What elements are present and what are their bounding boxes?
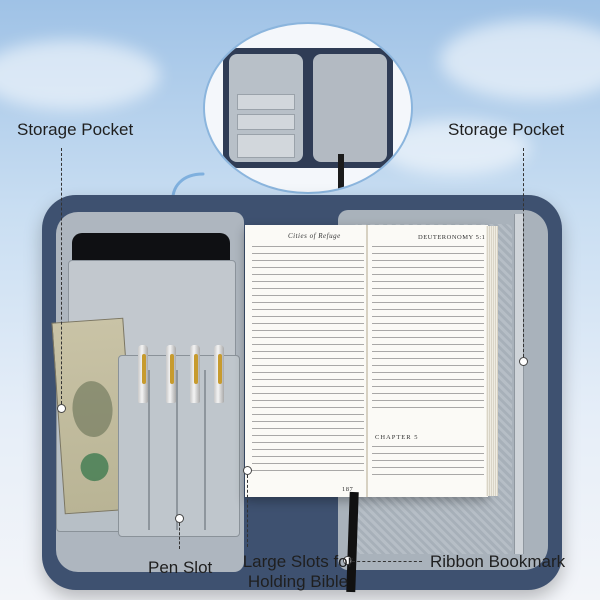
label-large-slots-line1: Large Slots for bbox=[242, 552, 354, 571]
label-large-slots: Large Slots for Holding Bible bbox=[236, 552, 360, 592]
book-gutter bbox=[366, 225, 368, 497]
right-zipper bbox=[514, 214, 524, 554]
inset-left-panel bbox=[229, 54, 303, 162]
book-page-edges bbox=[486, 226, 498, 496]
pen-clip bbox=[142, 354, 146, 384]
callout-line-storage-left bbox=[61, 148, 62, 404]
label-storage-pocket-left: Storage Pocket bbox=[17, 120, 134, 139]
book-page-number: 187 bbox=[342, 486, 354, 493]
pen-clip bbox=[218, 354, 222, 384]
callout-dot-ribbon bbox=[343, 556, 352, 565]
book-left-header: Cities of Refuge bbox=[288, 232, 341, 240]
callout-line-pen-slot bbox=[179, 523, 180, 549]
book-right-text-lower bbox=[372, 446, 484, 481]
label-large-slots-line2: Holding Bible bbox=[247, 572, 349, 591]
cloud bbox=[440, 20, 600, 100]
pen-clip bbox=[170, 354, 174, 384]
callout-line-ribbon bbox=[352, 561, 422, 562]
book-left-text bbox=[252, 246, 364, 477]
callout-dot-large-slots bbox=[243, 466, 252, 475]
cloud bbox=[0, 40, 160, 110]
pen-divider bbox=[148, 370, 150, 530]
book-right-header: DEUTERONOMY 5:1 bbox=[418, 234, 486, 241]
label-pen-slot: Pen Slot bbox=[148, 558, 213, 577]
callout-dot-storage-left bbox=[57, 404, 66, 413]
pen-divider bbox=[204, 370, 206, 530]
label-ribbon-bookmark: Ribbon Bookmark bbox=[430, 552, 566, 571]
inset-right-panel bbox=[313, 54, 387, 162]
label-storage-pocket-right: Storage Pocket bbox=[448, 120, 565, 139]
pen-divider bbox=[176, 370, 178, 530]
inset-ribbon bbox=[338, 154, 344, 192]
book-right-text bbox=[372, 246, 484, 414]
callout-dot-storage-right bbox=[519, 357, 528, 366]
pen-clip bbox=[194, 354, 198, 384]
callout-line-large-slots bbox=[247, 475, 248, 547]
book-chapter-heading: CHAPTER 5 bbox=[375, 434, 419, 441]
callout-line-storage-right bbox=[523, 148, 524, 357]
inset-open-case-view bbox=[203, 22, 413, 194]
callout-dot-pen-slot bbox=[175, 514, 184, 523]
